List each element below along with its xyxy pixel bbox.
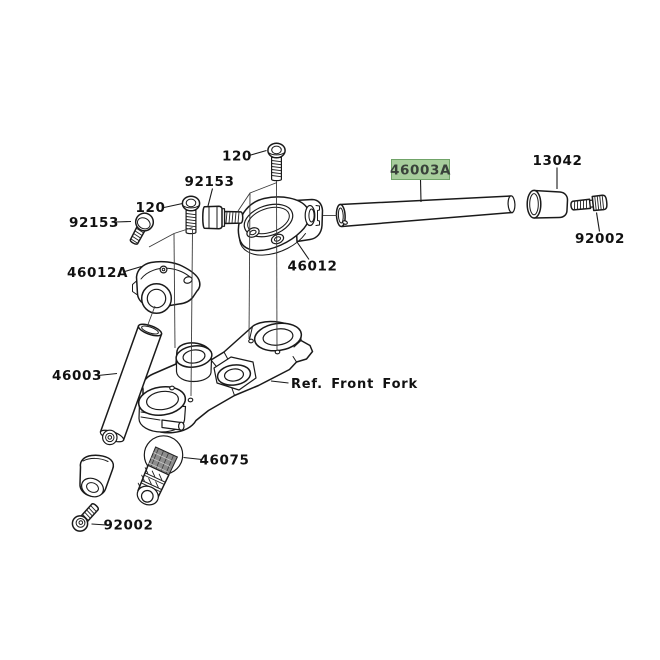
part-labels: 120 92153 46003A 13042 92002 120 92153 4…: [52, 149, 625, 534]
holder-46012-drawing: [237, 196, 324, 256]
screw-92002-bottom-drawing: [71, 503, 99, 532]
label-leader-lines: [91, 149, 601, 526]
part-label-13042[interactable]: 13042: [533, 153, 583, 169]
screw-92002-right-drawing: [570, 194, 608, 212]
screw-120-top-drawing: [267, 142, 286, 182]
part-label-92002-right[interactable]: 92002: [575, 231, 625, 247]
highlight-box: [391, 159, 450, 180]
screw-92153-left-drawing: [129, 212, 155, 245]
part-label-92153-left[interactable]: 92153: [69, 215, 119, 231]
part-label-120-left[interactable]: 120: [136, 200, 166, 216]
handlebar-tube-46003-drawing: [99, 323, 163, 446]
part-label-46003[interactable]: 46003: [52, 368, 102, 384]
assembly-guide-lines: [146, 180, 337, 397]
screw-92153-top-drawing: [202, 205, 244, 230]
part-label-46003a-text: 46003A: [390, 163, 451, 179]
handlebar-tube-46003a-drawing: [335, 195, 516, 228]
bar-end-damper-drawing: [79, 454, 115, 498]
part-label-46012a[interactable]: 46012A: [67, 265, 128, 281]
part-label-92153-top[interactable]: 92153: [185, 174, 235, 190]
throttle-tube-46075-drawing: [136, 435, 184, 506]
part-label-46003a-highlighted[interactable]: 46003A: [390, 159, 451, 180]
holder-46012a-drawing: [132, 260, 201, 315]
part-label-46012[interactable]: 46012: [288, 259, 338, 275]
part-label-120-top[interactable]: 120: [222, 149, 252, 165]
part-label-92002-bottom[interactable]: 92002: [104, 518, 154, 534]
bar-end-weight-13042-drawing: [526, 189, 569, 219]
ref-front-fork-note: Ref. Front Fork: [291, 377, 418, 392]
part-label-46075[interactable]: 46075: [200, 453, 250, 469]
triple-clamp-drawing: [137, 320, 314, 434]
